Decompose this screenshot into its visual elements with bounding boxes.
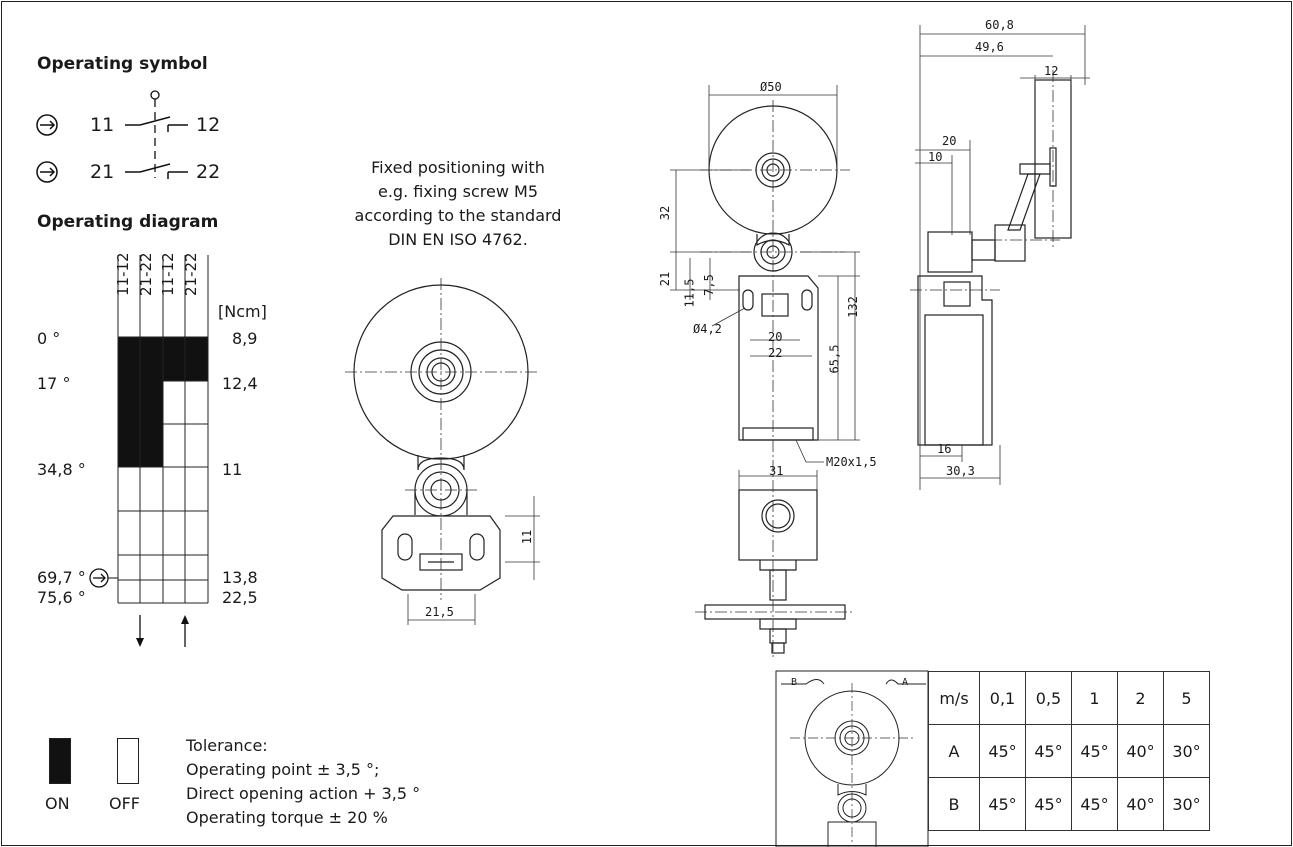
- dim-front-hole: Ø4,2: [693, 322, 722, 336]
- torque-12-4: 12,4: [222, 374, 258, 393]
- torque-13-8: 13,8: [222, 568, 258, 587]
- table-cell: 0,1: [979, 671, 1026, 725]
- table-row: A 45° 45° 45° 40° 30°: [928, 724, 1210, 778]
- table-cell: 45°: [1025, 777, 1072, 831]
- inset-label-a: A: [902, 677, 909, 688]
- table-cell: 30°: [1163, 724, 1210, 778]
- contact-1-left: 11: [90, 114, 115, 136]
- operating-diagram-title: Operating diagram: [37, 212, 219, 232]
- fixing-note-line-1: Fixed positioning with: [371, 158, 545, 177]
- table-cell: B: [928, 777, 980, 831]
- on-label: ON: [45, 794, 70, 813]
- dim-side-10: 10: [928, 150, 943, 164]
- operating-symbol-title: Operating symbol: [37, 54, 208, 74]
- angle-17: 17 °: [37, 374, 71, 393]
- contact-2-left: 21: [90, 161, 115, 183]
- contact-2-right: 22: [196, 161, 221, 183]
- angle-69-7: 69,7 °: [37, 568, 86, 587]
- tolerance-text: Tolerance: Operating point ± 3,5 °; Dire…: [186, 734, 420, 830]
- dim-side-30-3: 30,3: [946, 464, 975, 478]
- table-cell: 0,5: [1025, 671, 1072, 725]
- dim-side-12: 12: [1044, 64, 1059, 78]
- on-swatch: [49, 738, 71, 784]
- tolerance-line-3: Direct opening action + 3,5 °: [186, 784, 421, 803]
- fixing-note-line-3: according to the standard: [354, 206, 562, 225]
- dim-front-22: 22: [768, 346, 783, 360]
- angle-34-8: 34,8 °: [37, 460, 86, 479]
- torque-11: 11: [222, 460, 243, 479]
- off-swatch: [117, 738, 139, 784]
- table-cell: 40°: [1117, 777, 1164, 831]
- dim-side-16: 16: [937, 442, 952, 456]
- tolerance-line-4: Operating torque ± 20 %: [186, 808, 388, 827]
- table-cell: 45°: [1025, 724, 1072, 778]
- table-cell: 40°: [1117, 724, 1164, 778]
- table-row: B 45° 45° 45° 40° 30°: [928, 777, 1210, 831]
- fixing-note: Fixed positioning with e.g. fixing screw…: [318, 156, 598, 252]
- table-cell: 45°: [1071, 777, 1118, 831]
- table-cell: 1: [1071, 671, 1118, 725]
- table-cell: A: [928, 724, 980, 778]
- dim-bottom-31: 31: [769, 464, 784, 478]
- dim-front-dia: Ø50: [760, 80, 782, 94]
- angle-0: 0 °: [37, 329, 61, 348]
- tolerance-line-1: Tolerance:: [186, 736, 268, 755]
- table-row: m/s 0,1 0,5 1 2 5: [928, 671, 1210, 725]
- inset-label-b: B: [791, 677, 798, 688]
- dim-side-20: 20: [942, 134, 957, 148]
- table-cell: 45°: [979, 777, 1026, 831]
- angle-75-6: 75,6 °: [37, 588, 86, 607]
- dim-front-thread: M20x1,5: [826, 455, 877, 469]
- torque-8-9: 8,9: [232, 329, 258, 348]
- tolerance-line-2: Operating point ± 3,5 °;: [186, 760, 380, 779]
- table-cell: 2: [1117, 671, 1164, 725]
- torque-22-5: 22,5: [222, 588, 258, 607]
- dim-side-49-6: 49,6: [975, 40, 1004, 54]
- off-label: OFF: [109, 794, 140, 813]
- fixing-note-line-4: DIN EN ISO 4762.: [388, 230, 528, 249]
- dim-side-60-8: 60,8: [985, 18, 1014, 32]
- fixing-note-line-2: e.g. fixing screw M5: [378, 182, 538, 201]
- table-cell: 5: [1163, 671, 1210, 725]
- table-cell: 30°: [1163, 777, 1210, 831]
- table-cell: 45°: [1071, 724, 1118, 778]
- dim-front-20: 20: [768, 330, 783, 344]
- dim-center-21-5: 21,5: [425, 605, 454, 619]
- table-cell: 45°: [979, 724, 1026, 778]
- contact-1-right: 12: [196, 114, 221, 136]
- speed-table: m/s 0,1 0,5 1 2 5 A 45° 45° 45° 40° 30° …: [928, 671, 1210, 831]
- table-cell: m/s: [928, 671, 980, 725]
- torque-unit: [Ncm]: [218, 302, 267, 321]
